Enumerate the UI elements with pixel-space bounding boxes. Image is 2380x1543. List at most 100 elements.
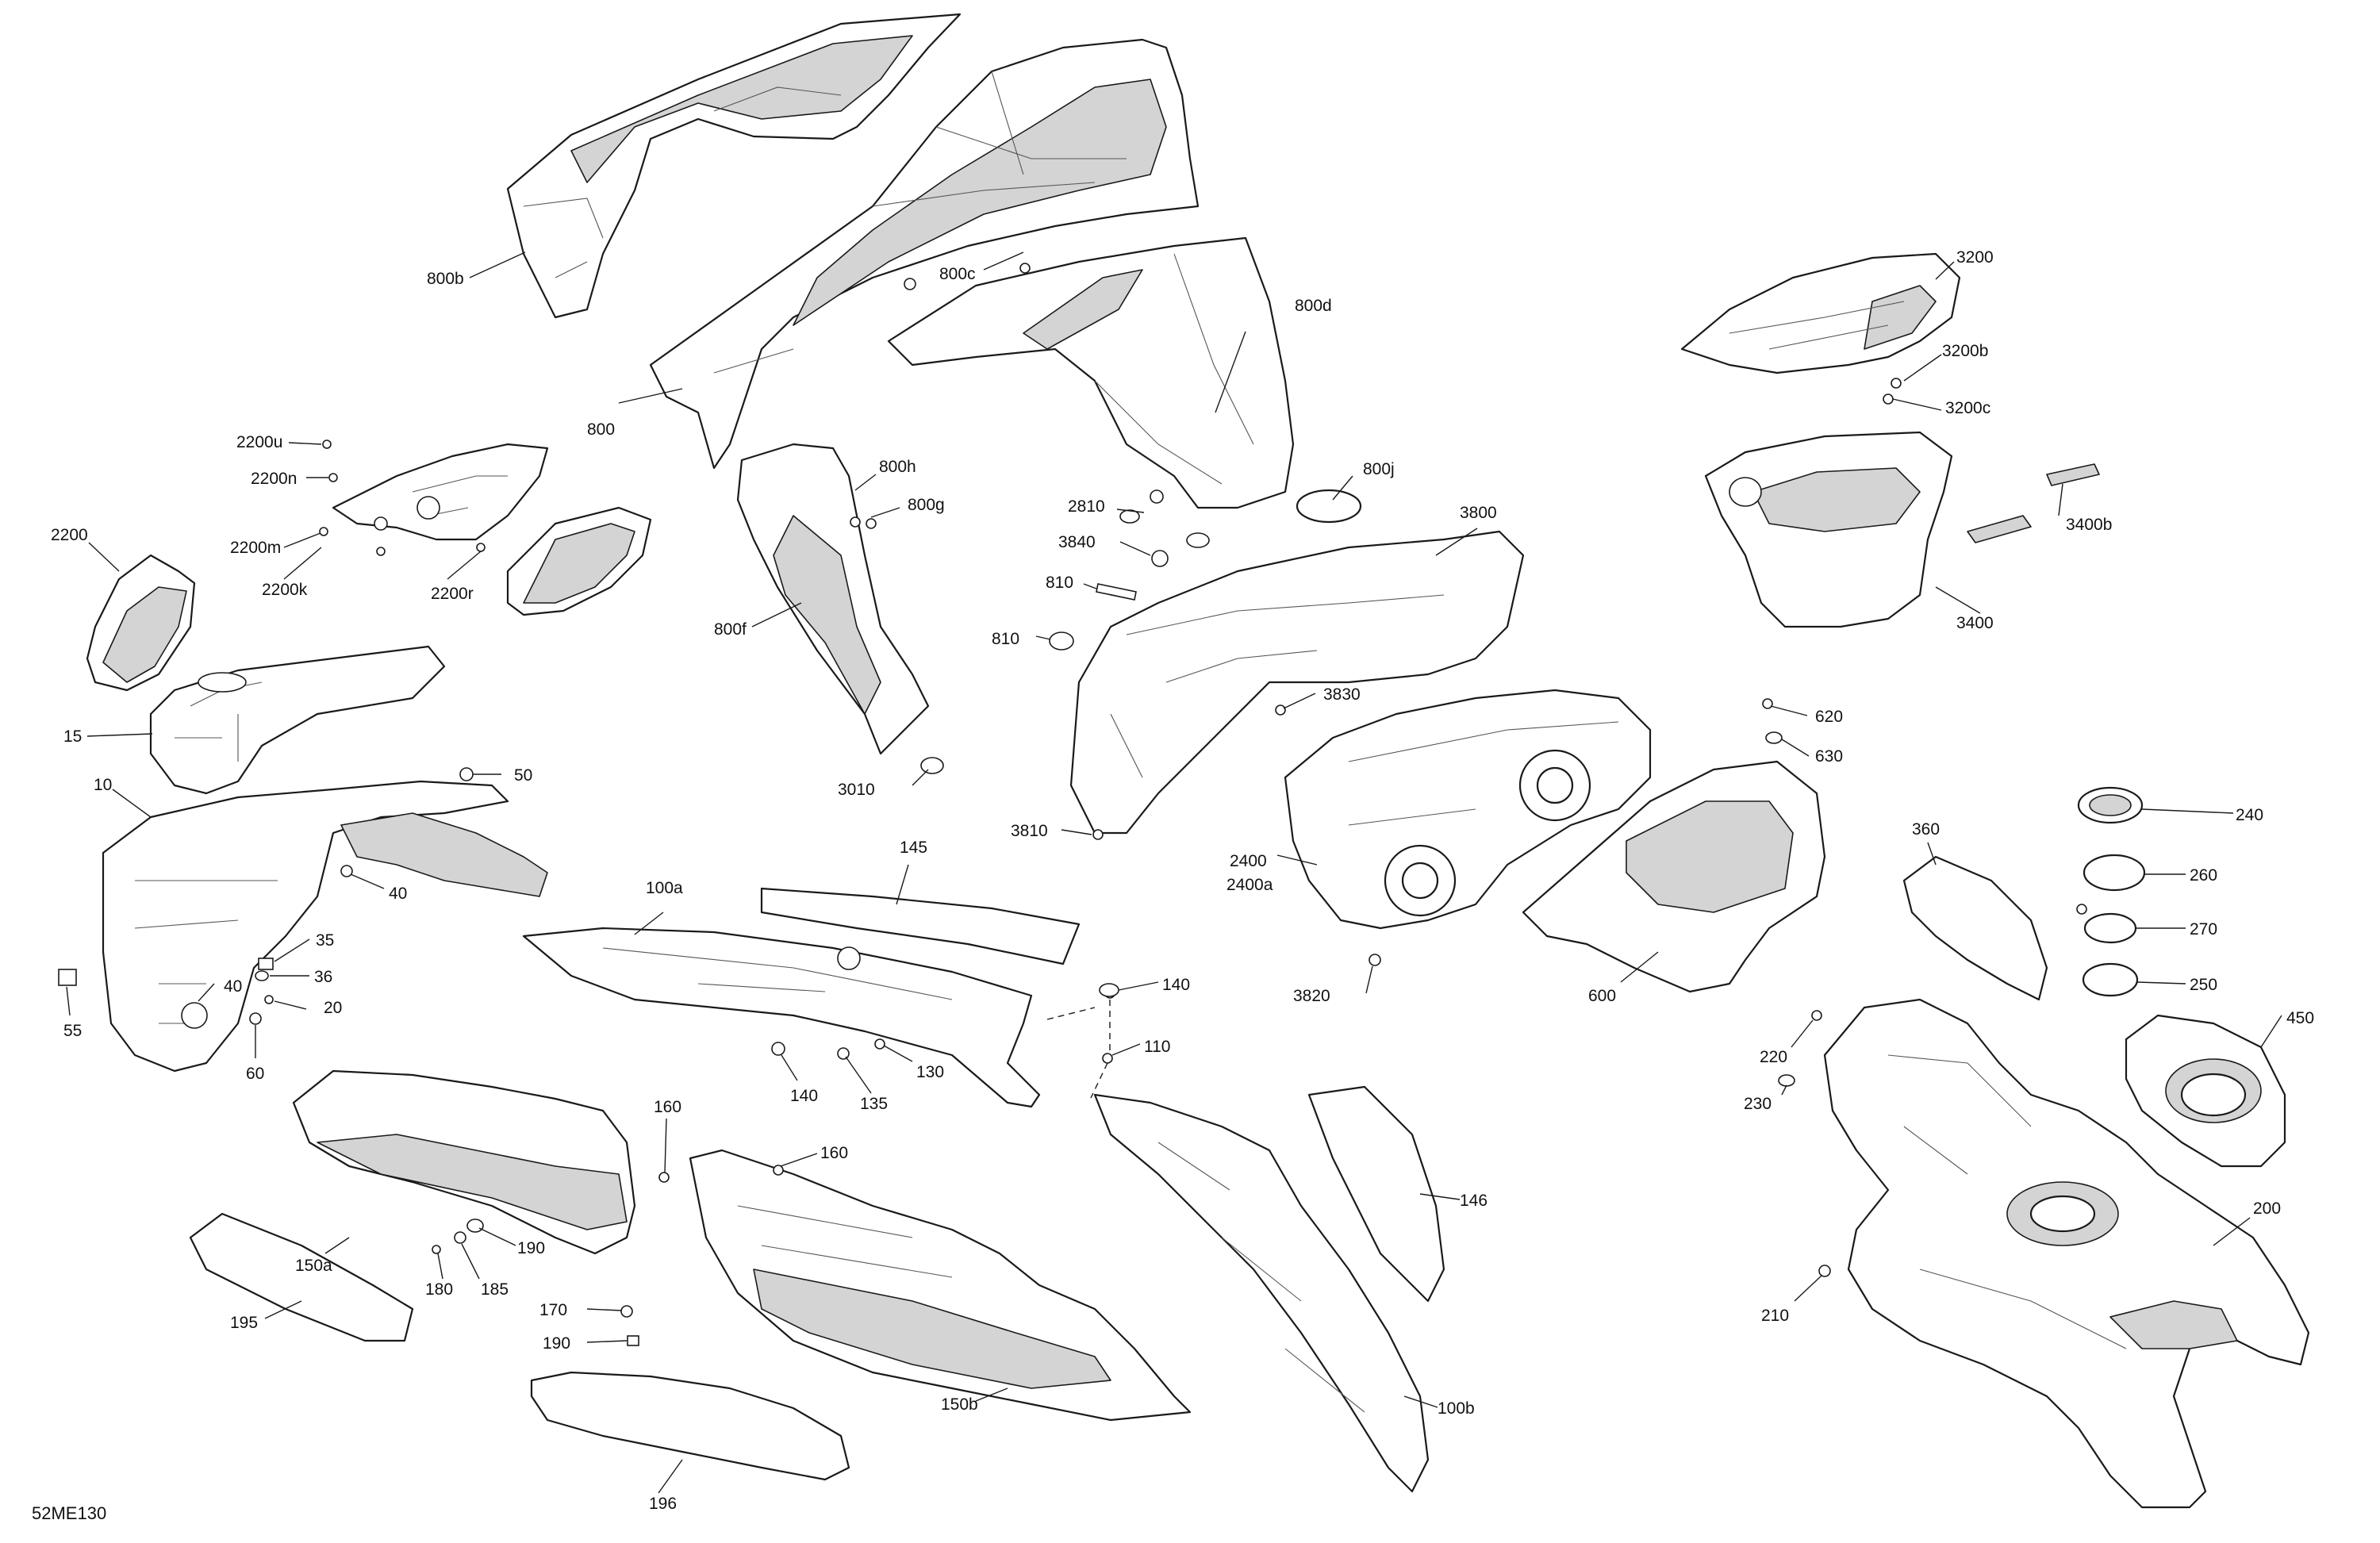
part-800 [649,38,1200,470]
part-150b [689,1149,1192,1422]
callout-150a: 150a [295,1257,332,1275]
leader-lines [66,251,2282,1494]
callout-230: 230 [1744,1095,1772,1113]
callout-2810: 2810 [1068,497,1105,516]
callout-195: 195 [230,1314,258,1332]
callout-40-upper: 40 [389,885,407,903]
part-3800 [1069,530,1525,835]
callout-270: 270 [2190,920,2217,938]
callout-630: 630 [1815,747,1843,766]
part-150a [292,1069,636,1255]
callout-55: 55 [63,1022,82,1040]
callout-146: 146 [1460,1192,1488,1210]
callouts: 800b 800c 800 800d 800h 800g 800f 800j 3… [51,248,2314,1513]
callout-2400: 2400 [1230,852,1267,870]
callout-810-lower: 810 [992,630,1019,648]
callout-190-lower: 190 [543,1334,570,1353]
part-2200r [506,506,652,616]
part-100a [522,927,1041,1108]
callout-800j: 800j [1363,460,1395,478]
part-146 [1307,1085,1445,1303]
part-2400 [1284,689,1652,930]
callout-196: 196 [649,1495,677,1513]
part-10 [102,780,548,1073]
callout-2200n: 2200n [251,470,297,488]
callout-810-upper: 810 [1046,574,1073,592]
callout-220: 220 [1760,1048,1787,1066]
callout-180: 180 [425,1280,453,1299]
part-200 [1823,998,2310,1509]
callout-2200u: 2200u [236,433,282,451]
diagram-code: 52ME130 [32,1503,106,1523]
callout-140-right: 140 [1162,976,1190,994]
part-145 [760,887,1081,965]
callout-160-right: 160 [820,1144,848,1162]
callout-3200: 3200 [1956,248,1994,267]
callout-240: 240 [2236,806,2263,824]
callout-210: 210 [1761,1307,1789,1325]
callout-3010: 3010 [838,781,875,799]
callout-130: 130 [916,1063,944,1081]
callout-200: 200 [2253,1199,2281,1218]
callout-260: 260 [2190,866,2217,885]
callout-140-left: 140 [790,1087,818,1105]
callout-40-lower: 40 [224,977,242,996]
callout-800h: 800h [879,458,916,476]
part-3400 [1704,431,1953,628]
callout-800: 800 [587,420,615,439]
callout-2200k: 2200k [262,581,308,599]
part-260 [2082,854,2146,892]
part-270 [2083,912,2137,944]
callout-2200: 2200 [51,526,88,544]
callout-3200b: 3200b [1942,342,1988,360]
part-800j [1296,489,1362,524]
callout-450: 450 [2286,1009,2314,1027]
part-3400b [1967,463,2100,543]
callout-35: 35 [316,931,334,950]
part-800f [736,443,930,755]
callout-360: 360 [1912,820,1940,839]
callout-10: 10 [94,776,112,794]
callout-190-upper: 190 [517,1239,545,1257]
callout-3800: 3800 [1460,504,1497,522]
callout-2200r: 2200r [431,585,474,603]
callout-3820: 3820 [1293,987,1330,1005]
callout-135: 135 [860,1095,888,1113]
callout-800b: 800b [427,270,464,288]
callout-3840: 3840 [1058,533,1096,551]
callout-620: 620 [1815,708,1843,726]
callout-185: 185 [481,1280,509,1299]
part-800d [887,236,1295,509]
callout-160-left: 160 [654,1098,681,1116]
callout-60: 60 [246,1065,264,1083]
callout-800f: 800f [714,620,747,639]
callout-3200c: 3200c [1945,399,1990,417]
callout-15: 15 [63,727,82,746]
part-3200 [1680,252,1961,374]
callout-170: 170 [539,1301,567,1319]
part-100b [1093,1093,1430,1493]
part-3010 [920,757,944,774]
callout-600: 600 [1588,987,1616,1005]
callout-800g: 800g [908,496,945,514]
callout-145: 145 [900,839,927,857]
part-800b [506,13,962,319]
callout-50: 50 [514,766,532,785]
callout-150b: 150b [941,1395,978,1414]
callout-3810: 3810 [1011,822,1048,840]
part-196 [530,1371,850,1481]
part-360 [1902,855,2048,1001]
callout-2200m: 2200m [230,539,281,557]
callout-36: 36 [314,968,332,986]
callout-100a: 100a [646,879,683,897]
part-240 [2077,786,2144,824]
callout-800d: 800d [1295,297,1332,315]
part-195 [189,1212,414,1342]
part-15 [149,645,446,795]
callout-2400a: 2400a [1226,876,1273,894]
part-450 [2125,1014,2286,1168]
callout-100b: 100b [1438,1399,1475,1418]
part-250 [2082,962,2139,997]
part-2200 [86,554,196,692]
